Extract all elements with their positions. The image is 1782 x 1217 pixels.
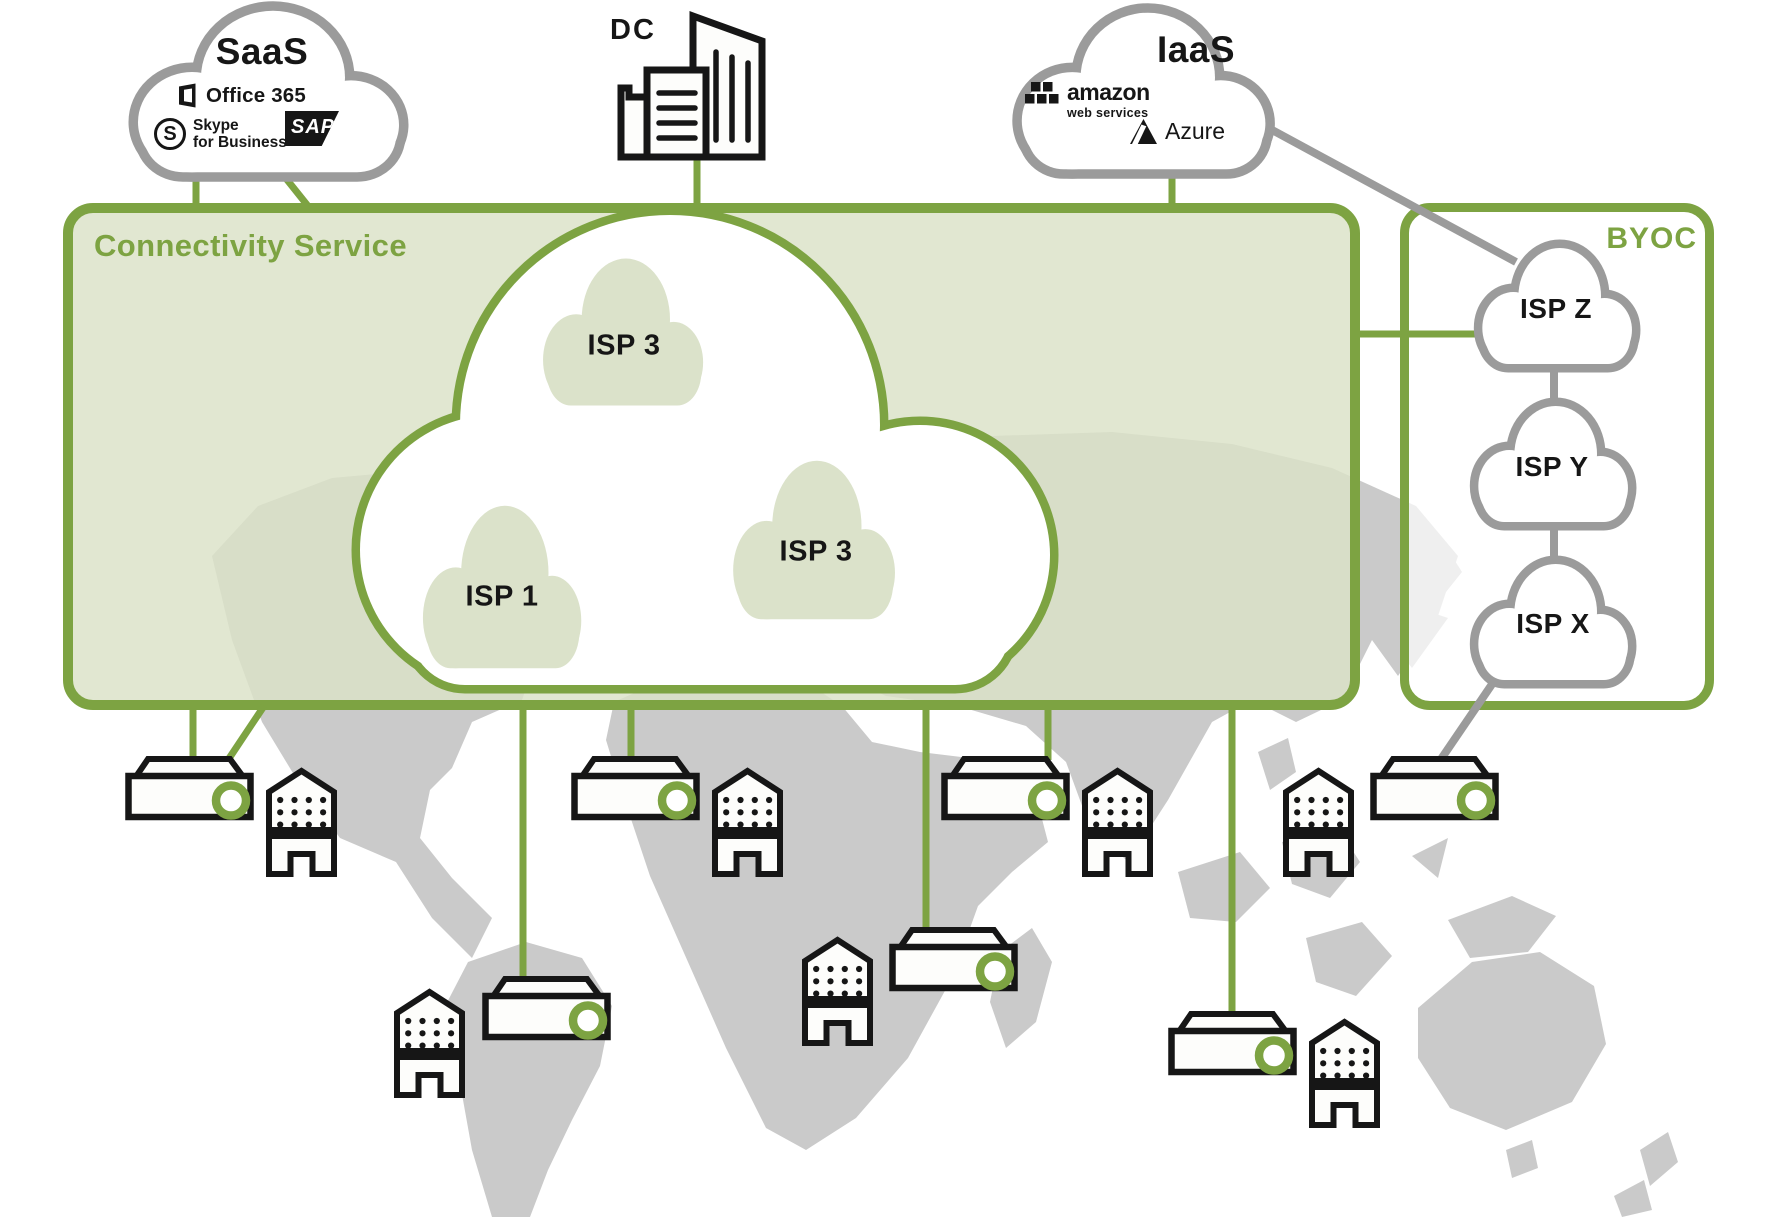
- green-connector-line-7: [225, 704, 267, 762]
- map-philippines: [1258, 738, 1296, 790]
- site-4-edge-device-icon: [1370, 756, 1499, 821]
- site-3-building-icon: [1082, 767, 1153, 877]
- gray-connector-line-4: [1433, 668, 1505, 768]
- map-new-guinea: [1448, 896, 1556, 958]
- isp3-top-cloud: [543, 258, 704, 406]
- site-1-edge-device-icon: [125, 756, 254, 821]
- map-sea-island-3: [1306, 922, 1392, 996]
- vendor-ring-icon: [211, 781, 251, 820]
- site-5-edge-device-icon: [482, 976, 611, 1041]
- site-6-edge-device-icon: [889, 927, 1018, 992]
- iaas-cloud: [1022, 13, 1266, 170]
- map-new-zealand-north: [1640, 1132, 1678, 1186]
- saas-cloud: [138, 11, 399, 172]
- gray-connector-line-1: [1259, 120, 1518, 266]
- isp1-cloud: [422, 505, 582, 669]
- site-2-building-icon: [712, 767, 783, 877]
- ispy-cloud: [1478, 406, 1628, 522]
- vendor-ring-icon: [1254, 1036, 1294, 1075]
- site-2-edge-device-icon: [571, 756, 700, 821]
- map-tasmania: [1506, 1140, 1538, 1178]
- map-sea-island-4: [1412, 838, 1448, 878]
- ispz-cloud: [1482, 248, 1632, 364]
- map-australia: [1418, 952, 1606, 1130]
- vendor-ring-icon: [657, 781, 697, 820]
- site-7-building-icon: [1309, 1018, 1380, 1128]
- site-3-edge-device-icon: [941, 756, 1070, 821]
- vendor-ring-icon: [1027, 781, 1067, 820]
- site-5-building-icon: [394, 988, 465, 1098]
- dc-datacenter-icon: [617, 11, 766, 161]
- site-1-building-icon: [266, 767, 337, 877]
- site-7-edge-device-icon: [1168, 1011, 1297, 1076]
- vendor-ring-icon: [975, 952, 1015, 991]
- isp3-right-cloud: [733, 460, 895, 620]
- site-6-building-icon: [802, 936, 873, 1046]
- vendor-ring-icon: [1456, 781, 1496, 820]
- map-sea-island-1: [1178, 852, 1270, 922]
- vendor-ring-icon: [568, 1001, 608, 1040]
- map-new-zealand-south: [1614, 1180, 1652, 1217]
- ispx-cloud: [1478, 564, 1628, 680]
- site-4-building-icon: [1283, 767, 1354, 877]
